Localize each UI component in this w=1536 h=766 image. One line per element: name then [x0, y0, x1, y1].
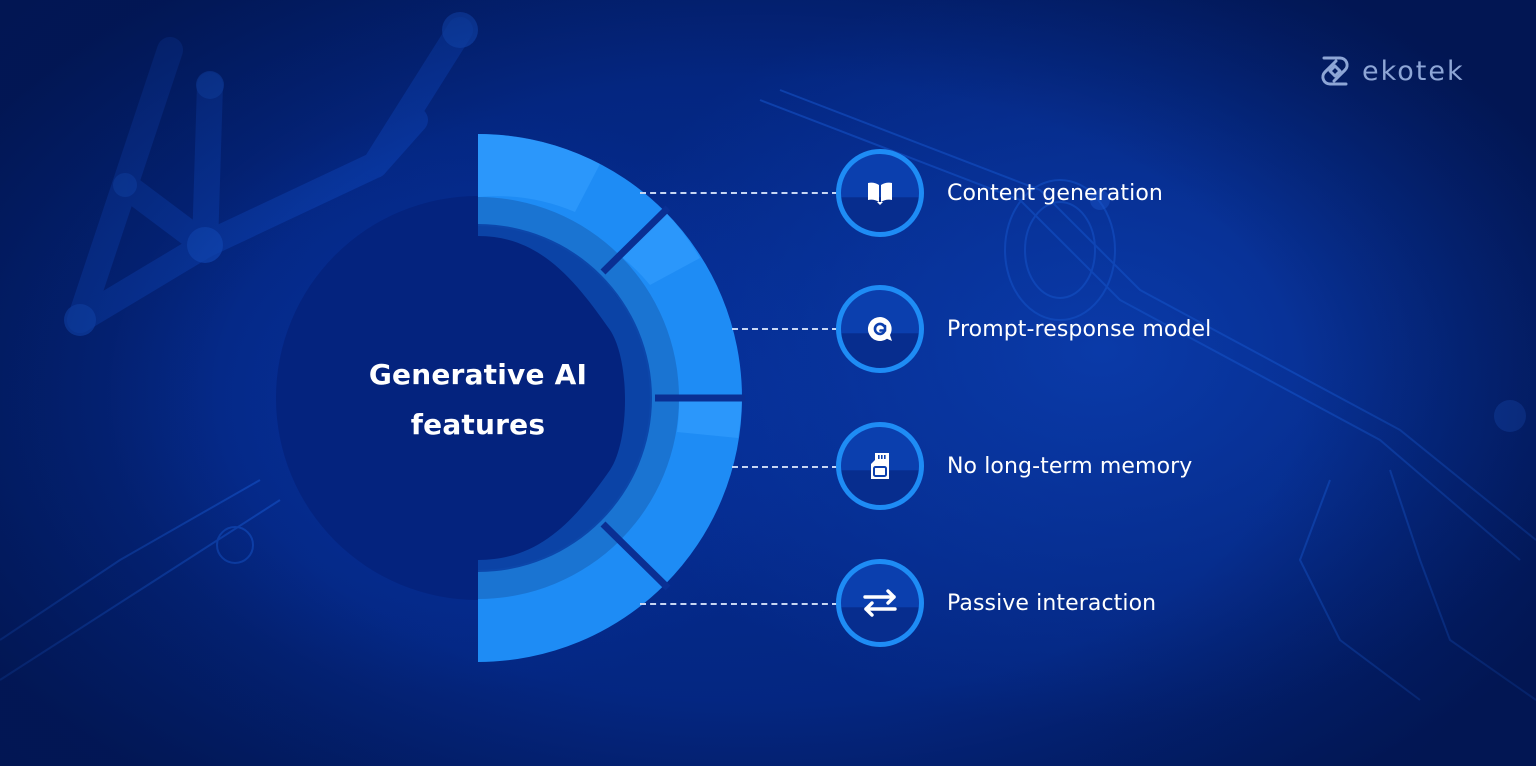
- chat-refresh-icon: [867, 316, 892, 341]
- ekotek-logo-icon: [1321, 56, 1349, 86]
- feature-label: No long-term memory: [947, 453, 1193, 479]
- inner-wave: [478, 210, 655, 586]
- diagram-title: Generative AI features: [330, 350, 626, 450]
- connector-line-4: [640, 603, 838, 605]
- feature-label: Content generation: [947, 180, 1163, 206]
- feature-item-passive-interaction: Passive interaction: [836, 559, 1157, 647]
- feature-label: Passive interaction: [947, 590, 1157, 616]
- connector-line-2: [732, 328, 838, 330]
- center-circle: [276, 196, 680, 600]
- middle-ring-lower: [478, 398, 680, 600]
- middle-ring-upper: [478, 196, 680, 398]
- outer-segment-4: [478, 540, 665, 662]
- brand-logo: ekotek: [1316, 52, 1465, 90]
- diagram-title-line-2: features: [410, 408, 546, 441]
- diagram-title-line-1: Generative AI: [368, 358, 588, 391]
- feature-icon-circle: [836, 149, 924, 237]
- outer-segment-3: [620, 398, 742, 585]
- feature-item-prompt-response-model: Prompt-response model: [836, 285, 1212, 373]
- segment-dividers: [600, 205, 745, 591]
- feature-item-no-long-term-memory: No long-term memory: [836, 422, 1193, 510]
- swap-arrows-icon: [863, 589, 897, 617]
- connector-line-1: [640, 192, 838, 194]
- brand-name: ekotek: [1362, 55, 1465, 87]
- feature-label: Prompt-response model: [947, 316, 1212, 342]
- feature-icon-circle: [836, 559, 924, 647]
- connector-line-3: [732, 466, 838, 468]
- feature-item-content-generation: Content generation: [836, 149, 1163, 237]
- feature-icon-circle: [836, 285, 924, 373]
- open-book-icon: [868, 182, 892, 205]
- feature-icon-circle: [836, 422, 924, 510]
- memory-card-icon: [871, 453, 889, 479]
